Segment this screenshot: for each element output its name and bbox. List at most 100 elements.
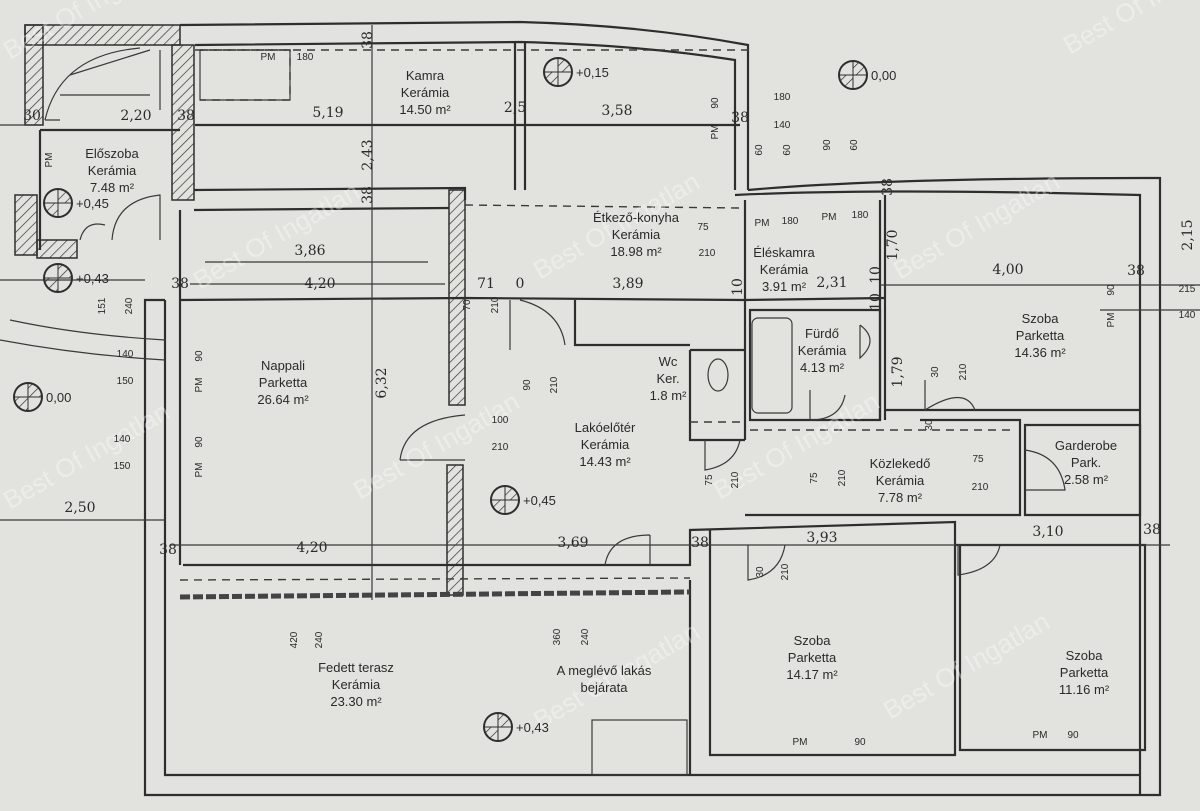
level-marker-fill bbox=[483, 712, 513, 742]
dimension-label: 30 bbox=[755, 566, 766, 578]
wall-hatched bbox=[36, 239, 78, 259]
room-name: Éléskamra bbox=[753, 245, 815, 260]
dimension-label: 150 bbox=[117, 376, 134, 387]
dimension-label: 30 bbox=[23, 108, 41, 124]
dimension-label: 3,10 bbox=[1032, 524, 1063, 540]
dimension-label: 2,50 bbox=[64, 500, 95, 516]
dimension-label: 38 bbox=[360, 31, 376, 49]
dimension-label: 10 bbox=[868, 293, 884, 311]
dimension-label: 240 bbox=[124, 297, 135, 314]
dimension-label: 60 bbox=[782, 144, 793, 156]
door-swing bbox=[509, 299, 566, 350]
dimension-label: 0 bbox=[516, 276, 525, 292]
dimension-label: 70 bbox=[462, 299, 473, 311]
dimension-label: 180 bbox=[782, 216, 799, 227]
dimension-label: 90 bbox=[522, 379, 533, 391]
dimension-label: PM bbox=[194, 378, 205, 393]
dimension-label: PM bbox=[822, 212, 837, 223]
dimension-label: 3,86 bbox=[294, 243, 325, 259]
room-floor: Parketta bbox=[788, 650, 837, 665]
dimension-label: 38 bbox=[691, 535, 709, 551]
door-swing bbox=[957, 544, 1001, 576]
dimension-label: 38 bbox=[159, 542, 177, 558]
dimension-label: 10 bbox=[730, 278, 746, 296]
dimension-label: PM bbox=[710, 125, 721, 140]
dimension-label: 38 bbox=[177, 108, 195, 124]
wall-hatched bbox=[171, 44, 195, 201]
room-name: Garderobe bbox=[1055, 438, 1117, 453]
dimension-label: PM bbox=[1033, 730, 1048, 741]
room-floor: Parketta bbox=[1016, 328, 1065, 343]
room-floor: Kerámia bbox=[581, 437, 630, 452]
dimension-label: 38 bbox=[360, 186, 376, 204]
watermark-text: Best Of Ingatlan bbox=[188, 176, 364, 295]
dimension-label: 2,15 bbox=[1180, 219, 1196, 250]
watermark-text: Best Of Ingatlan bbox=[0, 396, 174, 515]
dimension-label: 90 bbox=[710, 97, 721, 109]
room-floor: Parketta bbox=[259, 375, 308, 390]
room-floor: Ker. bbox=[656, 371, 679, 386]
dimension-label: PM bbox=[44, 153, 55, 168]
dimension-label: 38 bbox=[880, 178, 896, 196]
level-value: +0,45 bbox=[76, 196, 109, 211]
level-marker-fill bbox=[838, 60, 868, 90]
dimension-label: 30 bbox=[930, 366, 941, 378]
watermark-text: Best Of Ingatlan bbox=[888, 166, 1064, 285]
room-area: 23.30 m² bbox=[330, 694, 382, 709]
dimension-label: 140 bbox=[774, 120, 791, 131]
room-area: 11.16 m² bbox=[1059, 682, 1110, 697]
dimension-label: 90 bbox=[854, 737, 866, 748]
door-swing bbox=[79, 194, 161, 241]
bathtub bbox=[751, 317, 793, 414]
dimension-label: PM bbox=[1106, 313, 1117, 328]
level-marker-fill bbox=[43, 188, 73, 218]
dimension-label: 240 bbox=[580, 628, 591, 645]
level-marker-fill bbox=[543, 57, 573, 87]
dimension-label: 140 bbox=[114, 434, 131, 445]
room-area: 14.36 m² bbox=[1014, 345, 1066, 360]
room-floor: Kerámia bbox=[88, 163, 137, 178]
dimension-label: 140 bbox=[1179, 310, 1196, 321]
dimension-label: 2,31 bbox=[816, 275, 847, 291]
dimension-label: 100 bbox=[492, 415, 509, 426]
dimension-label: 180 bbox=[297, 52, 314, 63]
dimension-label: 75 bbox=[809, 472, 820, 484]
level-marker-fill bbox=[490, 485, 520, 515]
dimension-label: 2,5 bbox=[504, 100, 526, 116]
room-floor: Kerámia bbox=[612, 227, 661, 242]
dimension-label: 360 bbox=[552, 628, 563, 645]
room-name: Fedett terasz bbox=[318, 660, 394, 675]
room-floor: Parketta bbox=[1060, 665, 1109, 680]
level-marker-fill bbox=[13, 382, 43, 412]
dimension-label: 150 bbox=[114, 461, 131, 472]
dimension-label: 60 bbox=[849, 139, 860, 151]
wall-hatched bbox=[14, 194, 38, 256]
dimension-label: 38 bbox=[731, 110, 749, 126]
dimension-label: 180 bbox=[852, 210, 869, 221]
dimension-label: 75 bbox=[704, 474, 715, 486]
terrace-beam bbox=[179, 589, 691, 600]
level-value: +0,43 bbox=[516, 720, 549, 735]
dimension-label: 90 bbox=[1106, 284, 1117, 296]
dimension-label: 71 bbox=[477, 276, 495, 292]
dimension-label: 60 bbox=[754, 144, 765, 156]
room-name: Étkező-konyha bbox=[593, 210, 680, 225]
room-name: Fürdő bbox=[805, 326, 839, 341]
dimension-label: 1,79 bbox=[890, 356, 906, 387]
dimension-label: 38 bbox=[171, 276, 189, 292]
dimension-label: 420 bbox=[289, 631, 300, 648]
door-swing bbox=[924, 380, 976, 412]
